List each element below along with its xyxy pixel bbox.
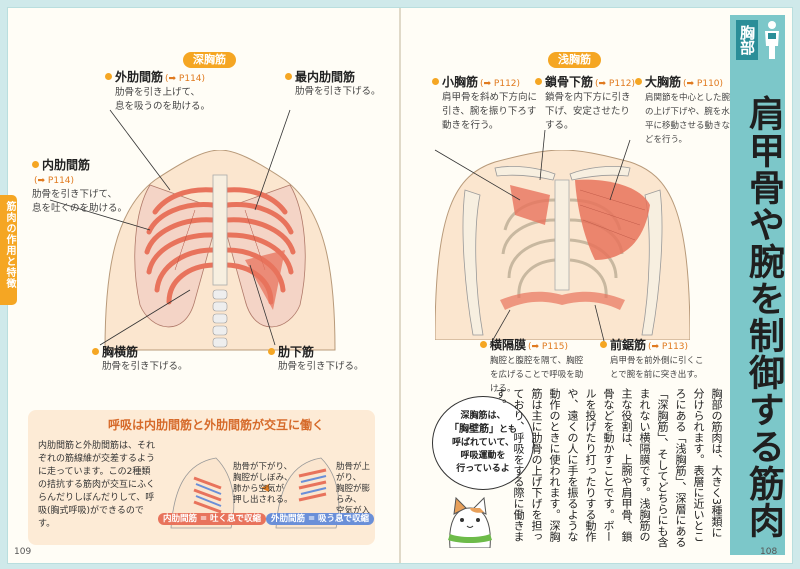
label-pectoralis-minor: 小胸筋(➡ P112) 肩甲骨を斜め下方向に 引き、腕を振り下ろす 動きを行う。	[432, 75, 542, 133]
speech-bubble	[432, 396, 534, 490]
pill-internal-intercostal: 内肋間筋 = 吐く息で収縮	[158, 513, 267, 525]
book-spine	[399, 8, 401, 563]
right-section-badge: 浅胸筋	[548, 52, 601, 68]
left-section-badge: 深胸筋	[183, 52, 236, 68]
caption-exhale: 肋骨が下がり、 胸腔がしぼみ、 肺から空気が 押し出される。	[233, 462, 293, 505]
label-pectoralis-major: 大胸筋(➡ P110) 肩関節を中心とした腕 の上げ下げや、腕を水 平に移動させ…	[635, 75, 735, 147]
bullet-icon	[92, 348, 99, 355]
bullet-icon	[535, 78, 542, 85]
leader-lines-left	[49, 109, 291, 346]
bullet-icon	[635, 78, 642, 85]
page-ref-link[interactable]: (➡ P114)	[34, 176, 75, 186]
pill-external-intercostal: 外肋間筋 = 吸う息で収縮	[266, 513, 375, 525]
page-title: 肩甲骨や腕を制御する筋肉	[743, 95, 784, 539]
cat-mascot-icon	[448, 496, 492, 548]
bullet-icon	[600, 341, 607, 348]
bullet-icon	[268, 348, 275, 355]
bullet-icon	[32, 161, 39, 168]
speech-bubble-text: 深胸筋は、 「胸壁筋」とも 呼ばれていて、 呼吸運動を 行っているよ	[448, 411, 517, 474]
label-diaphragm: 横隔膜(➡ P115) 胸腔と腹腔を隔て、胸腔 を広げることで呼吸を助 ける。	[480, 338, 605, 396]
page-ref-link[interactable]: (➡ P114)	[165, 74, 206, 84]
right-page-number: 108	[760, 547, 778, 557]
label-innermost-intercostal: 最内肋間筋 肋骨を引き下げる。	[285, 70, 395, 99]
page-ref-link[interactable]: (➡ P113)	[648, 342, 689, 352]
body-silhouette-icon	[765, 21, 779, 59]
label-serratus-anterior: 前鋸筋(➡ P113) 肩甲骨を前外側に引くこ とで腕を前に突き出す。	[600, 338, 728, 382]
label-external-intercostal: 外肋間筋(➡ P114) 肋骨を引き上げて、 息を吸うのを助ける。	[105, 70, 220, 114]
page-ref-link[interactable]: (➡ P115)	[528, 342, 569, 352]
page-ref-link[interactable]: (➡ P112)	[480, 79, 521, 89]
title-band	[730, 15, 785, 555]
info-text: 内肋間筋と外肋間筋は、それぞれの筋線維が交差するように走っています。この2種類の…	[38, 441, 156, 529]
page-ref-link[interactable]: (➡ P110)	[683, 79, 724, 89]
breathing-info-box: 呼吸は内肋間筋と外肋間筋が交互に働く 内肋間筋と外肋間筋は、それぞれの筋線維が交…	[28, 410, 375, 545]
side-tab-label: 筋肉の作用と特徴	[4, 201, 15, 289]
bullet-icon	[480, 341, 487, 348]
chapter-icon-chest: 胸部	[736, 20, 758, 60]
label-internal-intercostal: 内肋間筋 (➡ P114) 肋骨を引き下げて、 息を吐くのを助ける。	[32, 158, 128, 214]
bullet-icon	[105, 73, 112, 80]
label-subclavius: 鎖骨下筋(➡ P112) 鎖骨を内下方に引き 下げ、安定させたり する。	[535, 75, 645, 133]
page-ref-link[interactable]: (➡ P112)	[595, 79, 636, 89]
deep-chest-illustration	[104, 150, 336, 351]
bullet-icon	[285, 73, 292, 80]
left-page-number: 109	[14, 547, 32, 557]
label-transversus-thoracis: 胸横筋 肋骨を引き下げる。	[92, 345, 202, 374]
superficial-chest-illustration	[435, 150, 690, 340]
info-title: 呼吸は内肋間筋と外肋間筋が交互に働く	[108, 418, 325, 432]
breathing-diagram	[170, 457, 340, 529]
bullet-icon	[432, 78, 439, 85]
body-text: 胸部の筋肉は、大きく3種類に分けられます。表層に近いところにある「浅胸筋」、深層…	[494, 388, 723, 548]
label-subcostal: 肋下筋 肋骨を引き下げる。	[268, 345, 378, 374]
side-index-tab[interactable]: 筋肉の作用と特徴	[0, 195, 17, 305]
leader-lines-right	[434, 129, 631, 346]
